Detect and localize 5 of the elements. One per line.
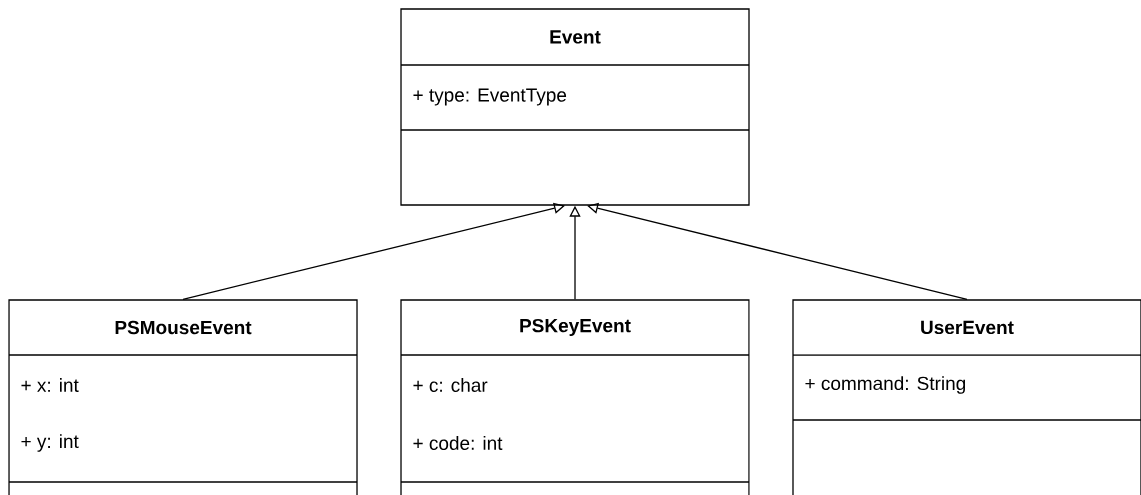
class-box: Event + type: EventType — [400, 8, 750, 206]
class-box: PSKeyEvent + c: char + code: int — [400, 299, 750, 495]
class-box: PSMouseEvent + x: int + y: int — [8, 299, 358, 495]
generalization-arrow — [182, 202, 565, 300]
class-box: UserEvent + command: String — [792, 299, 1141, 495]
